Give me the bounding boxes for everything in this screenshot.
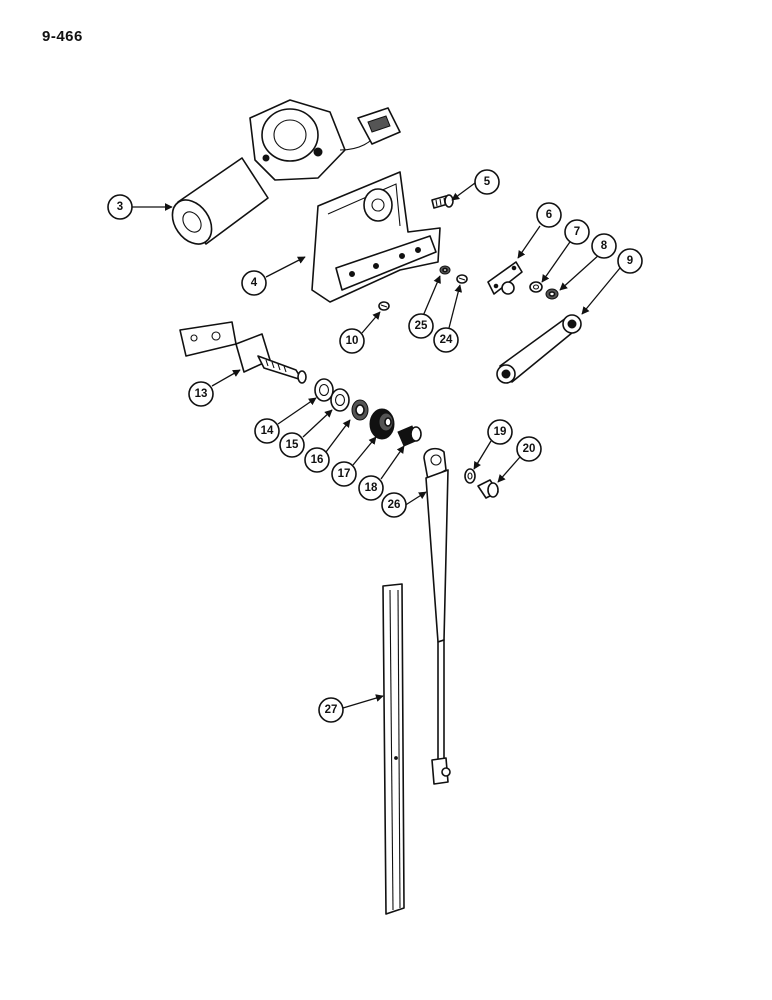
callout-8: 8 xyxy=(591,233,617,259)
callout-13: 13 xyxy=(188,381,214,407)
callout-26: 26 xyxy=(381,492,407,518)
svg-text:15: 15 xyxy=(286,439,299,451)
svg-text:3: 3 xyxy=(117,201,123,213)
nut-8 xyxy=(545,288,559,300)
link-arm-9 xyxy=(496,314,582,384)
callout-19: 19 xyxy=(487,419,513,445)
svg-text:14: 14 xyxy=(261,425,274,437)
callout-9: 9 xyxy=(617,248,643,274)
svg-text:27: 27 xyxy=(325,704,338,716)
nut-16 xyxy=(351,399,369,421)
svg-text:4: 4 xyxy=(251,277,258,289)
callout-27: 27 xyxy=(318,697,344,723)
callout-17: 17 xyxy=(331,461,357,487)
cap-nut-18 xyxy=(397,425,422,447)
svg-text:7: 7 xyxy=(574,226,580,238)
svg-text:24: 24 xyxy=(440,334,453,346)
callout-20: 20 xyxy=(516,436,542,462)
svg-text:19: 19 xyxy=(494,426,507,438)
cap-20 xyxy=(477,479,499,499)
callout-25: 25 xyxy=(408,313,434,339)
svg-text:20: 20 xyxy=(523,443,536,455)
wiper-arm-26 xyxy=(423,447,451,785)
svg-text:18: 18 xyxy=(365,482,378,494)
svg-text:17: 17 xyxy=(338,468,351,480)
washer-15 xyxy=(330,388,350,412)
svg-text:10: 10 xyxy=(346,335,359,347)
plate-6 xyxy=(487,261,523,295)
svg-text:16: 16 xyxy=(311,454,324,466)
callout-10: 10 xyxy=(339,328,365,354)
wiper-motor xyxy=(171,99,401,245)
screw-24 xyxy=(456,274,468,284)
washer-19 xyxy=(464,468,476,484)
washer-14 xyxy=(314,378,334,402)
svg-text:8: 8 xyxy=(601,240,608,252)
svg-text:9: 9 xyxy=(627,255,633,267)
svg-text:13: 13 xyxy=(195,388,208,400)
page-number: 9-466 xyxy=(42,28,83,45)
wiper-blade-27 xyxy=(382,583,405,915)
svg-text:5: 5 xyxy=(484,176,491,188)
seal-17 xyxy=(369,408,395,440)
callout-7: 7 xyxy=(564,219,590,245)
svg-text:25: 25 xyxy=(415,320,428,332)
leader-lines xyxy=(132,182,621,709)
callout-6: 6 xyxy=(536,202,562,228)
callout-14: 14 xyxy=(254,418,280,444)
pivot-shaft xyxy=(179,321,307,384)
callout-16: 16 xyxy=(304,447,330,473)
washer-7 xyxy=(529,281,543,293)
callout-15: 15 xyxy=(279,432,305,458)
svg-text:26: 26 xyxy=(388,499,401,511)
callout-5: 5 xyxy=(474,169,500,195)
screw-10 xyxy=(378,301,390,311)
callout-24: 24 xyxy=(433,327,459,353)
callout-4: 4 xyxy=(241,270,267,296)
nut-25 xyxy=(439,265,451,275)
screw-5 xyxy=(431,194,454,209)
mounting-bracket xyxy=(311,171,441,303)
callout-18: 18 xyxy=(358,475,384,501)
svg-text:6: 6 xyxy=(546,209,552,221)
callout-3: 3 xyxy=(107,194,133,220)
